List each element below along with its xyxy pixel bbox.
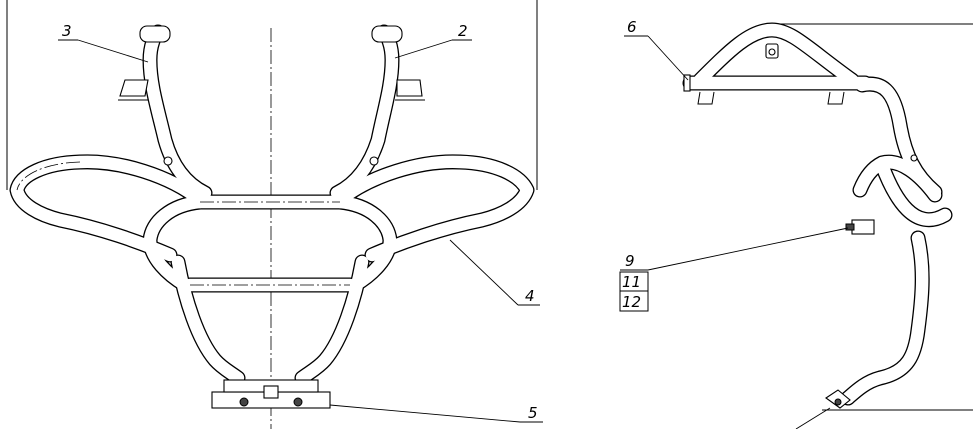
callout-9-label: 9 [625, 252, 635, 270]
callout-4-label: 4 [525, 287, 535, 305]
bottom-mount-plate [211, 379, 331, 409]
callout-5-label: 5 [528, 404, 538, 422]
callout-6-label: 6 [627, 18, 637, 36]
callout-9-11-12: 9 11 12 [619, 227, 849, 312]
side-mount-connector [845, 154, 918, 235]
side-view: 6 9 11 12 [619, 18, 973, 429]
callout-3: 3 [58, 22, 149, 63]
callout-6: 6 [624, 18, 689, 81]
top-mount-right [371, 25, 425, 101]
bolt-right [369, 156, 379, 166]
callout-3-label: 3 [62, 22, 72, 40]
callout-2-label: 2 [458, 22, 468, 40]
top-mount-left [118, 25, 171, 101]
bolt-left [163, 156, 173, 166]
side-bottom-bracket [795, 389, 851, 429]
side-tube-frame [682, 22, 953, 406]
front-view: 3 2 4 5 [6, 0, 543, 429]
bumper-tube-frame [9, 24, 535, 386]
callout-4: 4 [449, 239, 540, 306]
callout-5: 5 [329, 404, 543, 423]
frame-lines [6, 0, 538, 190]
callout-11-label: 11 [622, 273, 641, 291]
callout-12-label: 12 [622, 293, 641, 311]
callout-2: 2 [394, 22, 472, 59]
side-mount-top [683, 43, 845, 105]
